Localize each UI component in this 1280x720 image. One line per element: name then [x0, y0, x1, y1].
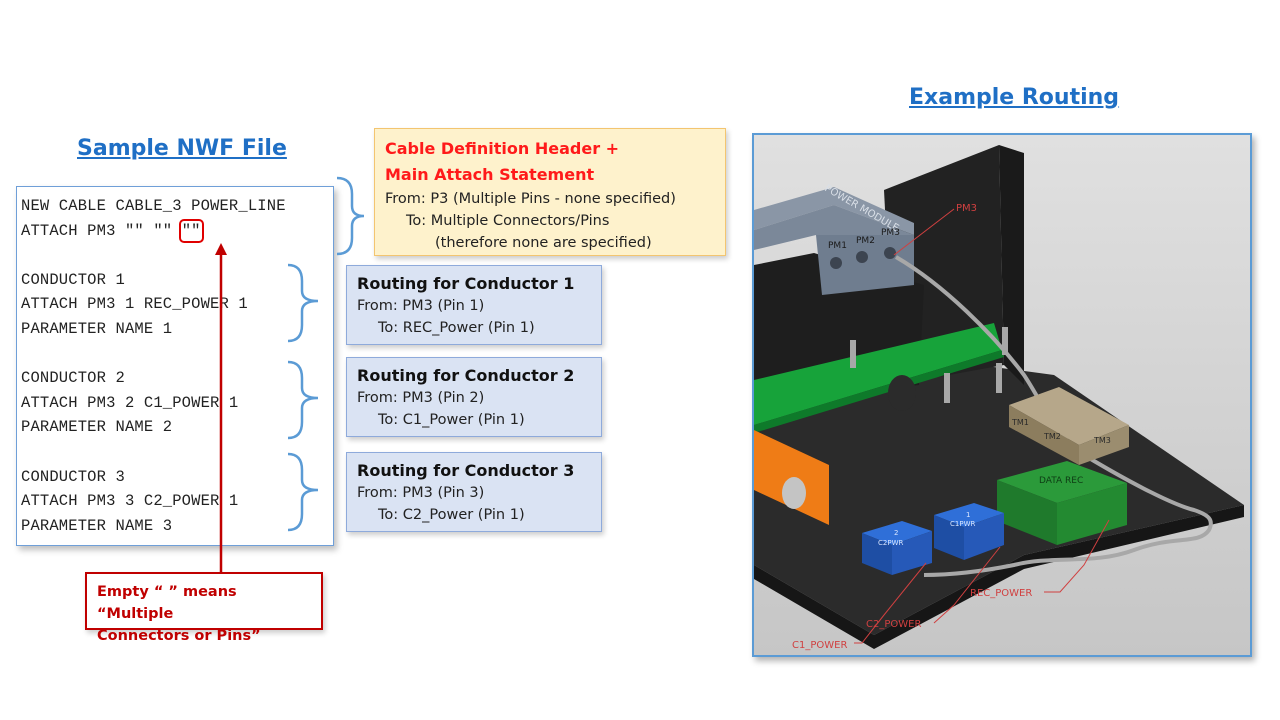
cable-header-callout: Cable Definition Header + Main Attach St…	[374, 128, 726, 256]
tm2-label: TM2	[1043, 432, 1061, 441]
conductor-2-callout: Routing for Conductor 2 From: PM3 (Pin 2…	[346, 357, 602, 437]
conductor-3-from: From: PM3 (Pin 3)	[357, 485, 485, 501]
c2-power-label: C2_POWER	[866, 619, 921, 630]
code-line-conductor-3: CONDUCTOR 3	[21, 467, 125, 486]
empty-note-line-2: Connectors or Pins”	[97, 628, 261, 644]
code-line-conductor-1: CONDUCTOR 1	[21, 270, 125, 289]
conductor-2-to: To: C1_Power (Pin 1)	[378, 412, 525, 428]
data-rec-label: DATA REC	[1039, 476, 1083, 486]
callout-from: From: P3 (Multiple Pins - none specified…	[385, 191, 676, 207]
right-wall	[999, 145, 1024, 385]
pm1-connector	[830, 257, 842, 269]
c2pwr-side	[892, 531, 932, 575]
green-board-edge	[754, 350, 1004, 433]
pm2-connector	[856, 251, 868, 263]
green-board-cutout	[888, 375, 916, 411]
bracket-header	[336, 176, 365, 256]
callout-note: (therefore none are specified)	[435, 235, 652, 251]
conductor-1-callout: Routing for Conductor 1 From: PM3 (Pin 1…	[346, 265, 602, 345]
rec-power-leader	[1044, 519, 1110, 593]
tm-module-side	[1079, 425, 1129, 465]
tm-module-top	[1009, 387, 1129, 445]
c2-power-leader	[933, 546, 1001, 624]
rec-power-label: REC_POWER	[970, 588, 1032, 599]
pm3-leader-line	[893, 208, 955, 256]
code-line-param-1: PARAMETER NAME 1	[21, 319, 173, 338]
standoff-1	[850, 340, 856, 368]
nwf-code-box: NEW CABLE CABLE_3 POWER_LINE ATTACH PM3 …	[16, 186, 334, 546]
conductor-1-from: From: PM3 (Pin 1)	[357, 298, 485, 314]
code-line-attach-2: ATTACH PM3 2 C1_POWER 1	[21, 393, 239, 412]
base-plate-edge	[754, 505, 1244, 649]
code-line-param-2: PARAMETER NAME 2	[21, 418, 173, 437]
pm3-label: PM3	[881, 228, 900, 238]
pm3-leader-label: PM3	[956, 203, 977, 214]
conductor-3-callout: Routing for Conductor 3 From: PM3 (Pin 3…	[346, 452, 602, 532]
c1pwr-number: 1	[966, 511, 970, 519]
routing-render-frame: POWER MODULE PM1 PM2 PM3 PM3 TM1 TM2 TM3	[752, 133, 1252, 657]
callout-to: To: Multiple Connectors/Pins	[406, 213, 610, 229]
data-rec-top	[997, 461, 1127, 503]
routed-cable	[894, 255, 1213, 577]
routing-render: POWER MODULE PM1 PM2 PM3 PM3 TM1 TM2 TM3	[754, 135, 1250, 655]
pm2-label: PM2	[856, 236, 875, 246]
conductor-2-from: From: PM3 (Pin 2)	[357, 390, 485, 406]
code-line-attach-3: ATTACH PM3 3 C2_POWER 1	[21, 492, 239, 511]
conductor-3-to: To: C2_Power (Pin 1)	[378, 507, 525, 523]
c1pwr-top	[934, 503, 1004, 527]
code-line-attach-main: ATTACH PM3 "" "" ""	[21, 218, 329, 244]
standoff-2	[944, 373, 950, 403]
tm1-label: TM1	[1011, 418, 1029, 427]
power-module-top	[754, 187, 914, 235]
conductor-3-title: Routing for Conductor 3	[357, 461, 575, 480]
conductor-1-to: To: REC_Power (Pin 1)	[378, 320, 535, 336]
callout-title-2: Main Attach Statement	[385, 165, 595, 184]
c2pwr-front	[862, 533, 892, 575]
sample-nwf-heading: Sample NWF File	[77, 136, 287, 161]
code-attach-prefix: ATTACH PM3 "" ""	[21, 221, 182, 240]
empty-quotes-highlight: ""	[178, 218, 204, 243]
example-routing-heading: Example Routing	[909, 85, 1120, 110]
conductor-2-title: Routing for Conductor 2	[357, 366, 575, 385]
code-line-new-cable: NEW CABLE CABLE_3 POWER_LINE	[21, 197, 286, 215]
conductor-1-title: Routing for Conductor 1	[357, 274, 575, 293]
empty-note-line-1: Empty “ ” means “Multiple	[97, 584, 237, 622]
tm3-label: TM3	[1093, 436, 1111, 445]
c2pwr-label: C2PWR	[878, 539, 903, 547]
c1pwr-side	[964, 513, 1004, 560]
c2pwr-top	[862, 521, 932, 545]
tm-module-front	[1009, 405, 1079, 465]
code-line-conductor-2: CONDUCTOR 2	[21, 369, 125, 388]
pm1-label: PM1	[828, 241, 847, 251]
power-module-left	[754, 205, 914, 250]
c1-power-label: C1_POWER	[792, 640, 847, 651]
pm3-connector	[884, 247, 896, 259]
standoff-4	[1002, 327, 1008, 355]
data-rec-front	[997, 480, 1057, 545]
c1pwr-front	[934, 515, 964, 560]
callout-title-1: Cable Definition Header +	[385, 139, 620, 158]
green-board	[754, 323, 1002, 425]
code-line-attach-1: ATTACH PM3 1 REC_POWER 1	[21, 295, 248, 314]
c1pwr-label: C1PWR	[950, 520, 975, 528]
empty-quotes-note: Empty “ ” means “Multiple Connectors or …	[85, 572, 323, 644]
code-line-param-3: PARAMETER NAME 3	[21, 516, 173, 535]
orange-board-cutout	[782, 477, 806, 509]
c1-power-leader	[854, 562, 927, 644]
standoff-3	[996, 363, 1002, 393]
c2pwr-number: 2	[894, 529, 898, 537]
data-rec-side	[1057, 483, 1127, 545]
